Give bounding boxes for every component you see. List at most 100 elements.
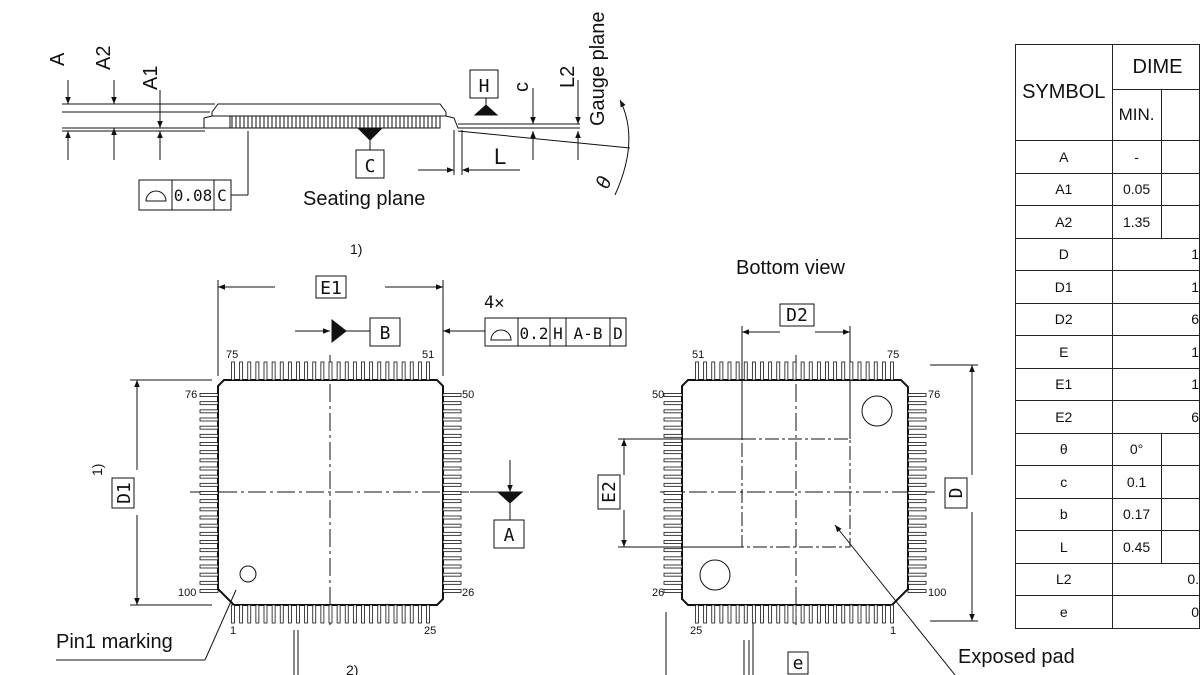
lead-pin [239, 604, 244, 624]
lead-pin [255, 361, 260, 381]
top-pin-26: 26 [462, 587, 474, 599]
dim-l-label: L [494, 144, 506, 169]
lead-pin [199, 540, 219, 544]
lead-pin [263, 604, 268, 624]
lead-pin [442, 450, 462, 455]
row-min: 1 [1111, 367, 1200, 401]
count-4x: 4✕ [484, 293, 504, 313]
d-box [944, 477, 968, 509]
row-partial [1160, 530, 1200, 564]
pin1-dot [239, 565, 257, 583]
lead-pin [409, 361, 414, 381]
d2-box [779, 303, 815, 327]
lead-pin [401, 361, 406, 381]
lead-pin [907, 523, 927, 528]
lead-pin [401, 604, 406, 624]
lead-pin [361, 361, 365, 381]
bottom-pin-25: 25 [690, 625, 702, 637]
lead-pin [768, 604, 773, 624]
bottom-pin-76: 76 [928, 389, 940, 401]
lead-pin [199, 482, 219, 487]
lead-pin [199, 409, 219, 414]
lead-pin [199, 564, 219, 569]
row-partial [1160, 172, 1200, 206]
lead-pin [442, 507, 462, 512]
lead-pin [393, 604, 398, 624]
tolerance-frame [484, 317, 627, 347]
lead-pin [199, 491, 219, 495]
top-pin-100: 100 [178, 587, 196, 599]
lead-pin [907, 482, 927, 487]
tolerance-value: 0.2 [520, 324, 549, 343]
lead-pin [199, 450, 219, 455]
lead-pin [442, 458, 462, 463]
row-min: 0.05 [1111, 172, 1162, 206]
lead-pin [907, 580, 927, 585]
lead-pin [841, 361, 846, 381]
bottom-view [597, 303, 978, 675]
row-min: 1 [1111, 270, 1200, 304]
bottom-pin-50: 50 [652, 389, 664, 401]
lead-pin [328, 361, 333, 381]
lead-pin [703, 604, 708, 624]
lead-pin [907, 515, 927, 520]
lead-pin [808, 604, 813, 624]
lead-pin [663, 564, 683, 569]
lead-pin [907, 442, 927, 446]
bottom-pin-100: 100 [928, 587, 946, 599]
lead-pin [336, 604, 341, 624]
row-symbol: b [1015, 497, 1113, 531]
dim-c-label: c [511, 82, 533, 92]
lead-pin [719, 604, 724, 624]
lead-pin [784, 361, 789, 381]
lead-pin [663, 466, 683, 471]
lead-pin [199, 474, 219, 479]
datum-c-box [355, 149, 385, 179]
lead-pin [369, 604, 374, 624]
lead-pin [199, 417, 219, 422]
lead-pin [907, 409, 927, 414]
lead-pin [907, 474, 927, 479]
lead-pin [800, 361, 805, 381]
top-pin-76: 76 [185, 389, 197, 401]
lead-pin [393, 361, 398, 381]
lead-pin [907, 466, 927, 471]
theta-label: θ [592, 174, 616, 192]
lead-pin [663, 556, 683, 561]
lead-pin [304, 361, 309, 381]
lead-pin [663, 458, 683, 463]
lead-pin [695, 361, 699, 381]
lead-pin [663, 572, 683, 577]
lead-pin [907, 556, 927, 561]
datum-a-box [493, 519, 525, 549]
lead-pin [907, 425, 927, 430]
lead-pin [907, 433, 927, 438]
lead-pin [442, 433, 462, 438]
lead-pin [231, 604, 235, 624]
lead-pin [663, 531, 683, 536]
lead-pin [743, 361, 748, 381]
lead-pin [231, 361, 235, 381]
lead-pin [344, 361, 349, 381]
lead-pin [663, 491, 683, 495]
lead-pin [442, 531, 462, 536]
e-label: e [793, 653, 804, 674]
lead-pin [296, 604, 300, 624]
e-box [787, 651, 809, 675]
dim-l2-label: L2 [557, 66, 579, 88]
lead-pin [442, 572, 462, 577]
lead-pin [663, 507, 683, 512]
lead-pin [361, 604, 365, 624]
bottom-pin-51: 51 [692, 349, 704, 361]
lead-pin [328, 604, 333, 624]
exposed-pad [741, 438, 851, 548]
row-symbol: θ [1015, 432, 1113, 466]
dim-a-label: A [47, 52, 69, 66]
